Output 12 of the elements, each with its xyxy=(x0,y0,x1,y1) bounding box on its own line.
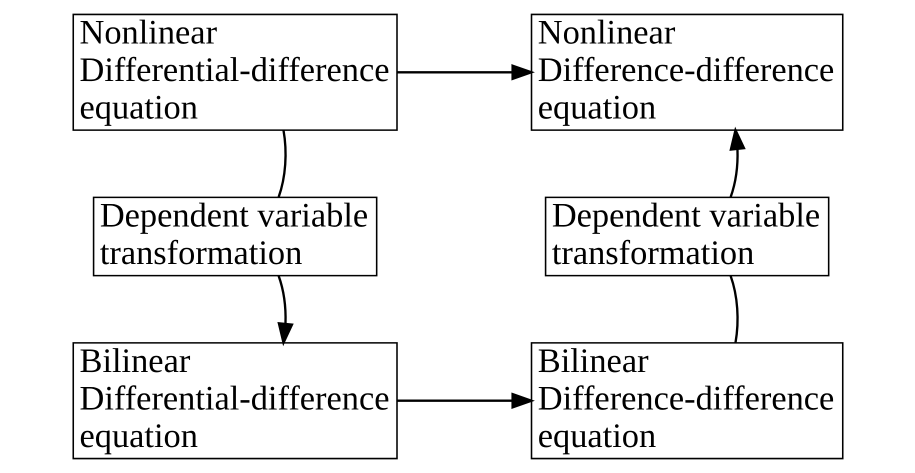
node-box: Nonlinear Differential-difference equation xyxy=(72,14,398,131)
arrow xyxy=(728,126,746,198)
node-box: Nonlinear Difference-difference equation xyxy=(530,14,844,131)
node-box: Bilinear Differential-difference equation xyxy=(72,342,398,460)
node-box: Bilinear Difference-difference equation xyxy=(530,342,844,460)
arrow xyxy=(396,64,534,80)
connector xyxy=(729,275,738,343)
arrow xyxy=(276,275,294,346)
connector xyxy=(277,130,286,198)
arrow xyxy=(396,392,534,409)
node-box: Dependent variable transformation xyxy=(544,196,829,276)
node-box: Dependent variable transformation xyxy=(92,196,377,276)
